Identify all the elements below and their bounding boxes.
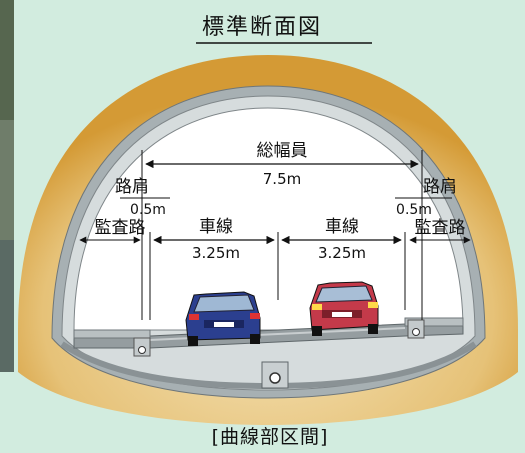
car-left-icon (185, 291, 261, 346)
lane-right-value: 3.25m (318, 244, 366, 262)
lane-left-value: 3.25m (192, 244, 240, 262)
car-right-icon (309, 281, 379, 336)
inspection-walk-left (73, 329, 151, 339)
extension-lines (141, 150, 423, 320)
diagram-title: 標準断面図 (202, 15, 322, 40)
lane-right-label: 車線 (325, 217, 359, 237)
diagram-caption: [曲線部区間] (212, 426, 329, 448)
lane-left-label: 車線 (199, 217, 233, 237)
inspection-left-label: 監査路 (95, 218, 146, 238)
shoulder-left-label: 路肩 (115, 177, 149, 197)
shoulder-right-value: 0.5m (396, 202, 432, 218)
shoulder-left-value: 0.5m (130, 202, 166, 218)
shoulder-right-label: 路肩 (423, 177, 457, 197)
total-width-value: 7.5m (263, 170, 301, 188)
inspection-walk-right (404, 317, 464, 327)
inspection-right-label: 監査路 (415, 218, 466, 238)
total-width-label: 総幅員 (257, 141, 308, 161)
